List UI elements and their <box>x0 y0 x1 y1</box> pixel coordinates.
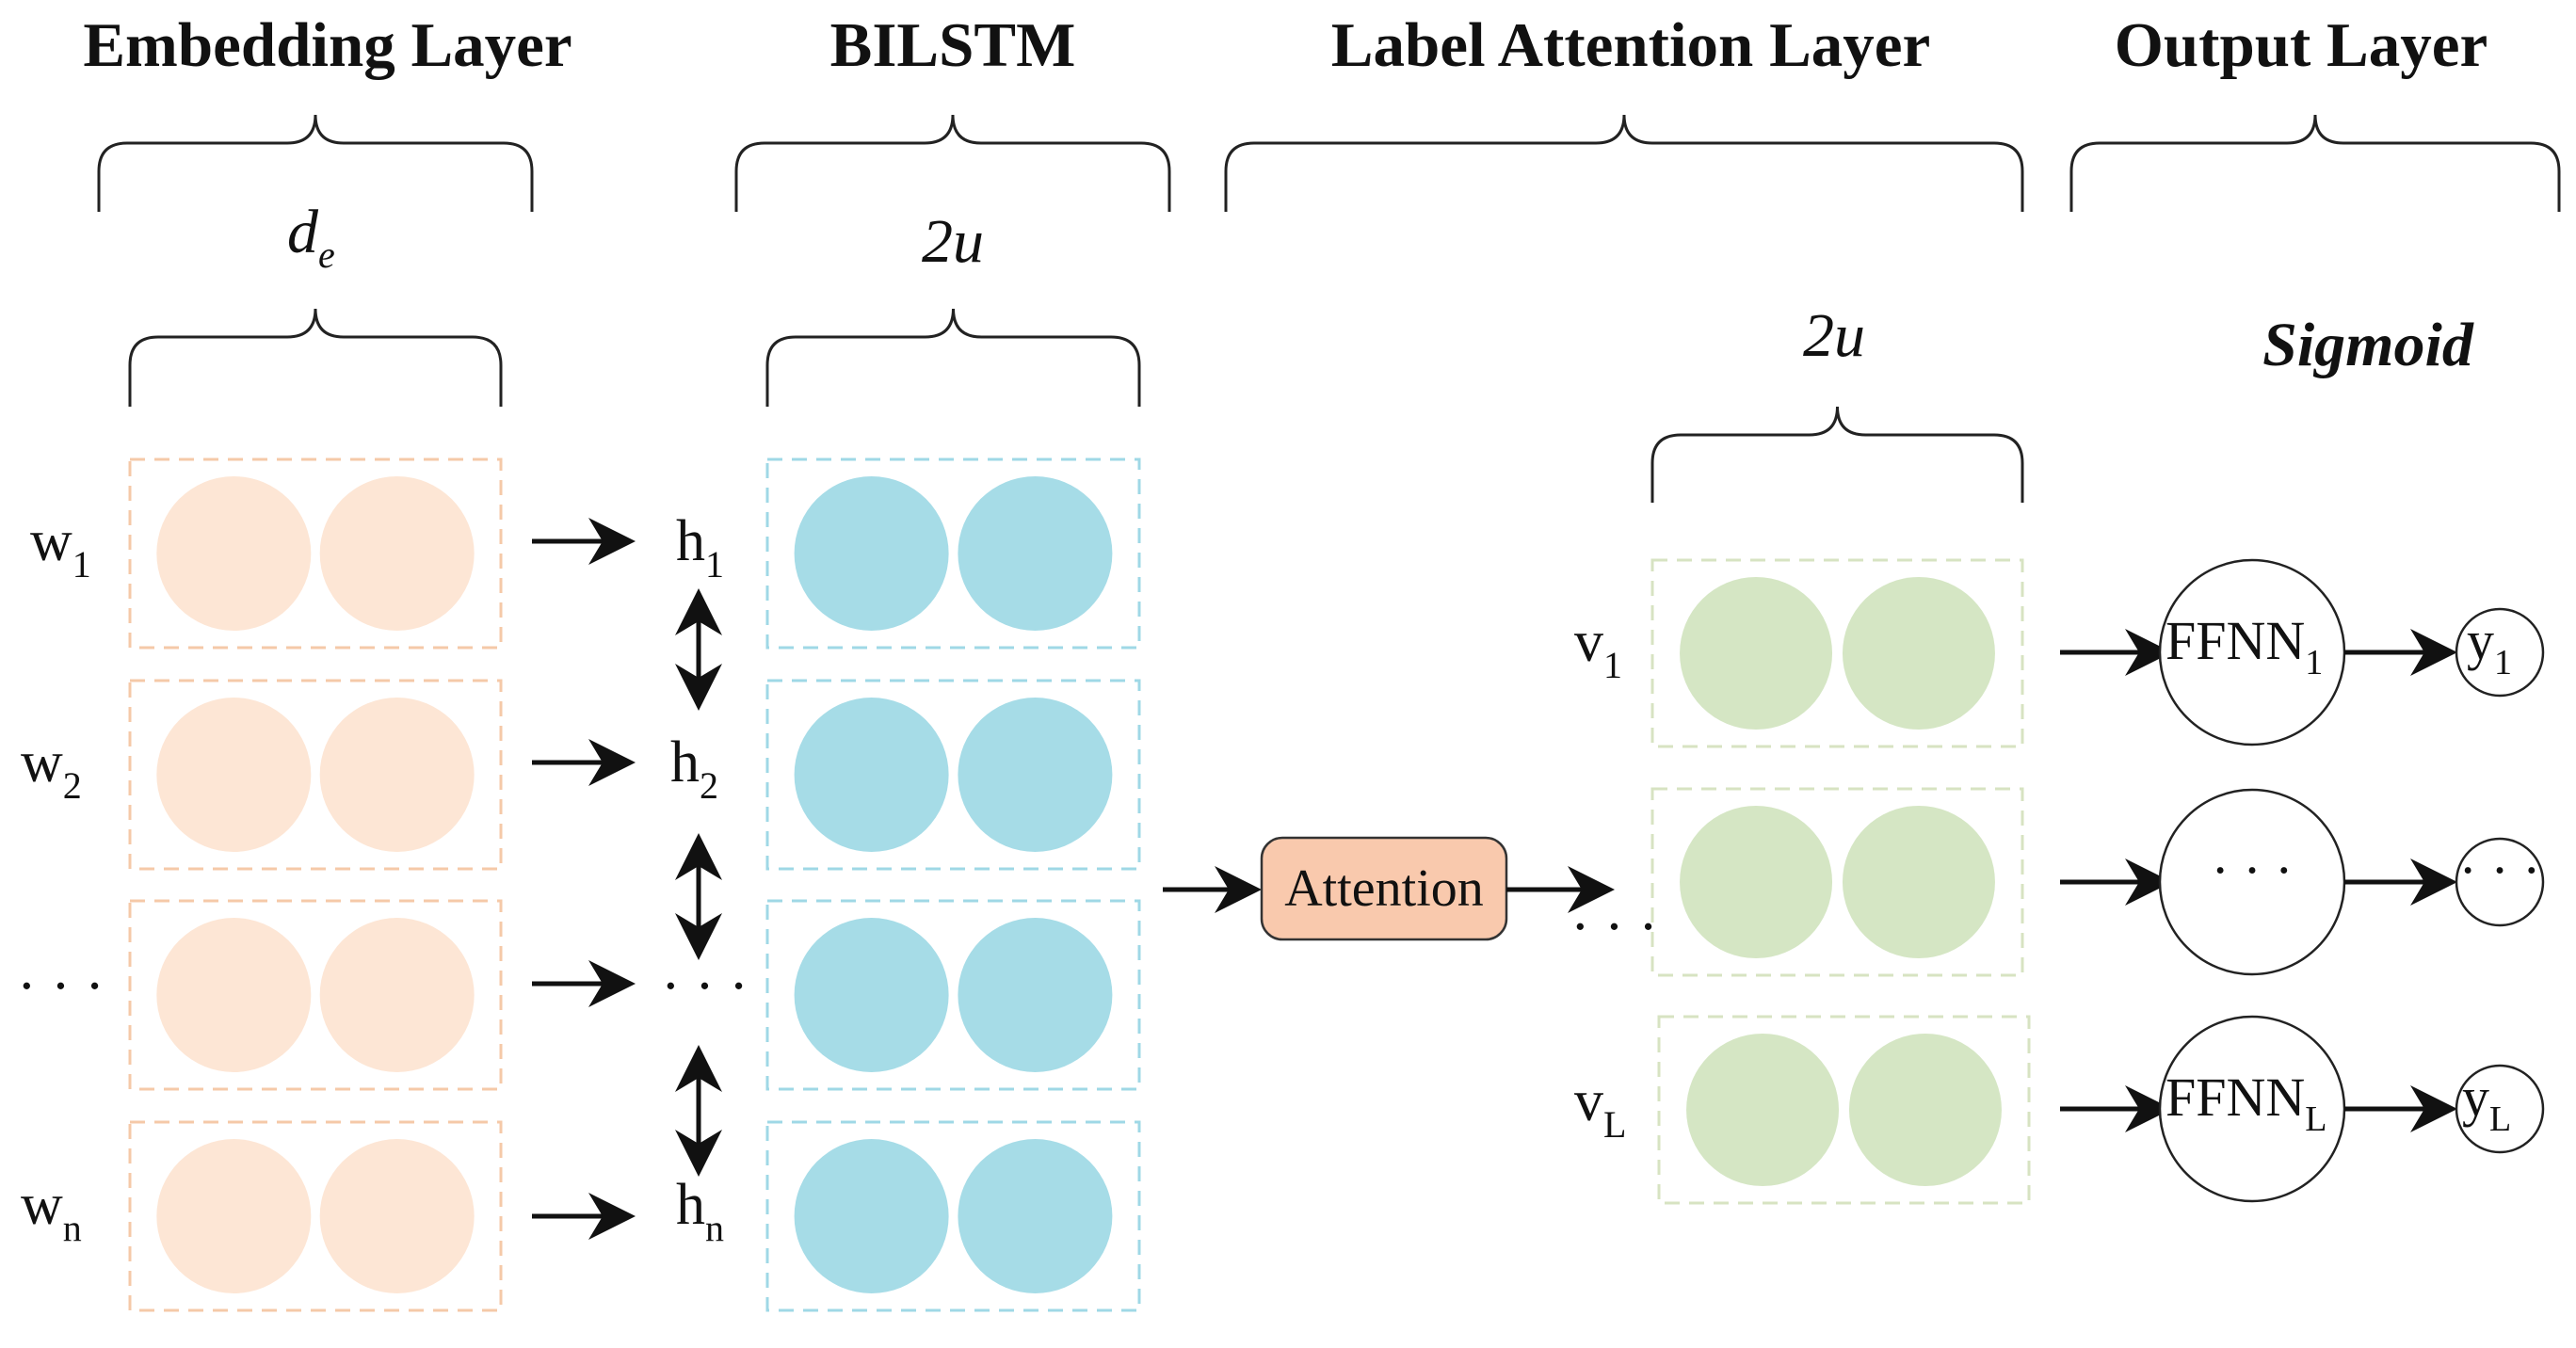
input-w1: w1 <box>30 509 91 586</box>
embedding-block-2-unit-2 <box>319 698 475 852</box>
layer-braces <box>97 114 2561 503</box>
embedding-dim-brace <box>128 308 503 407</box>
label-vector-blocks <box>1650 558 2031 1205</box>
bilstm-layer-brace <box>734 114 1171 212</box>
embedding-block-2-unit-1 <box>156 698 312 852</box>
svg-text:yL: yL <box>2462 1067 2511 1139</box>
ffnn-node-ellipsis: · · · <box>2158 788 2346 976</box>
label-dim-brace <box>1650 406 2024 503</box>
embedding-block-4-unit-1 <box>156 1139 312 1293</box>
title-label-attention-layer: Label Attention Layer <box>1331 10 1930 80</box>
bilstm-block-4-unit-2 <box>958 1139 1113 1293</box>
label-block-1-unit-2 <box>1842 577 1995 730</box>
label-vL: vL <box>1574 1069 1626 1146</box>
bilstm-block-2-unit-1 <box>794 698 949 852</box>
bilstm-dim-brace <box>765 308 1141 407</box>
bilstm-block-3 <box>765 899 1141 1091</box>
bilstm-block-1 <box>765 457 1141 650</box>
ffnn-to-output-arrows <box>2344 629 2457 1132</box>
label-block-3-unit-2 <box>1848 1034 2002 1186</box>
bilstm-blocks <box>765 457 1141 1312</box>
embedding-blocks <box>128 457 503 1312</box>
label-block-2-unit-1 <box>1680 806 1833 958</box>
embedding-block-3-unit-2 <box>319 918 475 1072</box>
label-block-3 <box>1657 1015 2031 1205</box>
embedding-block-2 <box>128 679 503 871</box>
svg-text:· · ·: · · · <box>2212 840 2294 901</box>
embedding-block-4 <box>128 1120 503 1312</box>
input-w2: w2 <box>21 730 82 807</box>
label-ellipsis: · · · <box>1570 895 1658 959</box>
bilstm-block-1-unit-2 <box>958 476 1113 631</box>
bilstm-dim-label: 2u <box>922 207 984 276</box>
ffnn-node-1: FFNN1 <box>2158 558 2346 746</box>
bilstm-block-2-unit-2 <box>958 698 1113 852</box>
hidden-h2: h2 <box>670 730 718 807</box>
bilstm-block-1-unit-1 <box>794 476 949 631</box>
bilstm-block-3-unit-1 <box>794 918 949 1072</box>
output-node-1: y1 <box>2455 607 2545 698</box>
svg-text:FFNNL: FFNNL <box>2165 1067 2327 1139</box>
hidden-hn: hn <box>676 1173 724 1249</box>
svg-text:y1: y1 <box>2467 610 2512 682</box>
label-block-3-unit-1 <box>1686 1034 1840 1186</box>
embedding-block-1-unit-2 <box>319 476 475 631</box>
label-v1: v1 <box>1574 610 1622 686</box>
output-node-L: yL <box>2455 1064 2545 1154</box>
label-dim-label: 2u <box>1803 301 1865 370</box>
label-block-2-unit-2 <box>1842 806 1995 958</box>
embedding-to-hidden-arrows <box>532 518 636 1240</box>
label-block-1 <box>1650 558 2024 748</box>
output-node-ellipsis: · · · <box>2455 837 2545 927</box>
attention-label: Attention <box>1284 859 1484 918</box>
title-embedding-layer: Embedding Layer <box>83 10 572 80</box>
bilstm-block-3-unit-2 <box>958 918 1113 1072</box>
input-wn: wn <box>21 1173 82 1249</box>
svg-text:FFNN1: FFNN1 <box>2165 610 2323 682</box>
ffnn-node-L: FFNNL <box>2158 1015 2346 1203</box>
label-block-2 <box>1650 787 2024 977</box>
label-block-1-unit-1 <box>1680 577 1833 730</box>
hidden-ellipsis: · · · <box>661 955 749 1019</box>
title-output-layer: Output Layer <box>2115 10 2487 80</box>
attention-box: Attention <box>1260 836 1508 941</box>
hidden-h1: h1 <box>676 509 724 586</box>
input-ellipsis: · · · <box>17 955 105 1019</box>
embedding-dim-label: de <box>287 198 335 276</box>
embedding-block-1-unit-1 <box>156 476 312 631</box>
output-layer-brace <box>2069 114 2561 212</box>
sigmoid-label: Sigmoid <box>2262 311 2474 379</box>
label-to-ffnn-arrows <box>2060 629 2172 1132</box>
label-attention-layer-brace <box>1224 114 2024 212</box>
embedding-layer-brace <box>97 114 534 212</box>
svg-text:· · ·: · · · <box>2459 840 2541 901</box>
bilstm-block-2 <box>765 679 1141 871</box>
embedding-block-3 <box>128 899 503 1091</box>
bilstm-block-4 <box>765 1120 1141 1312</box>
embedding-block-1 <box>128 457 503 650</box>
embedding-block-4-unit-2 <box>319 1139 475 1293</box>
embedding-block-3-unit-1 <box>156 918 312 1072</box>
title-bilstm: BILSTM <box>830 10 1076 80</box>
bilstm-block-4-unit-1 <box>794 1139 949 1293</box>
